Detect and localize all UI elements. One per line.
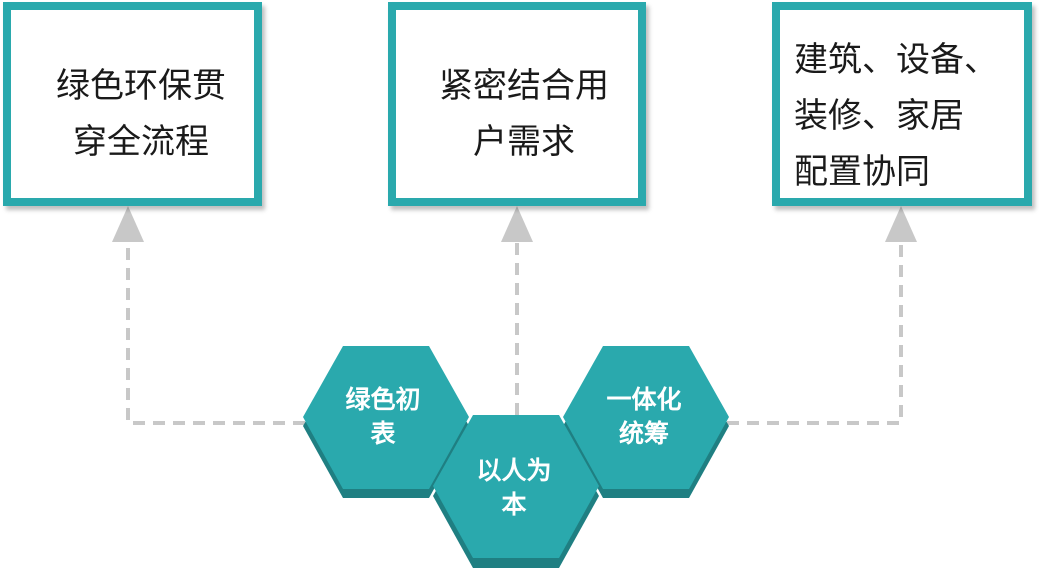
hexagon-people-oriented (433, 415, 599, 568)
hexagon-label: 一体化 统筹 (606, 385, 682, 448)
goal-box-user-needs: 紧密结合用 户需求 (388, 2, 646, 206)
goal-box-label: 建筑、设备、 装修、家居 配置协同 (794, 40, 998, 192)
hexagon-green-first (303, 346, 469, 498)
connector-right (727, 206, 917, 425)
goal-box-label: 紧密结合用 户需求 (439, 66, 609, 162)
goal-box-label: 绿色环保贯 穿全流程 (56, 66, 226, 162)
goal-box-green-process: 绿色环保贯 穿全流程 (3, 2, 262, 206)
hexagon-label: 绿色初 表 (345, 385, 421, 448)
goal-box-coordination: 建筑、设备、 装修、家居 配置协同 (772, 2, 1032, 206)
connector-left (112, 206, 305, 425)
hexagon-label: 以人为 本 (476, 456, 552, 519)
hexagon-integrated (563, 346, 729, 498)
